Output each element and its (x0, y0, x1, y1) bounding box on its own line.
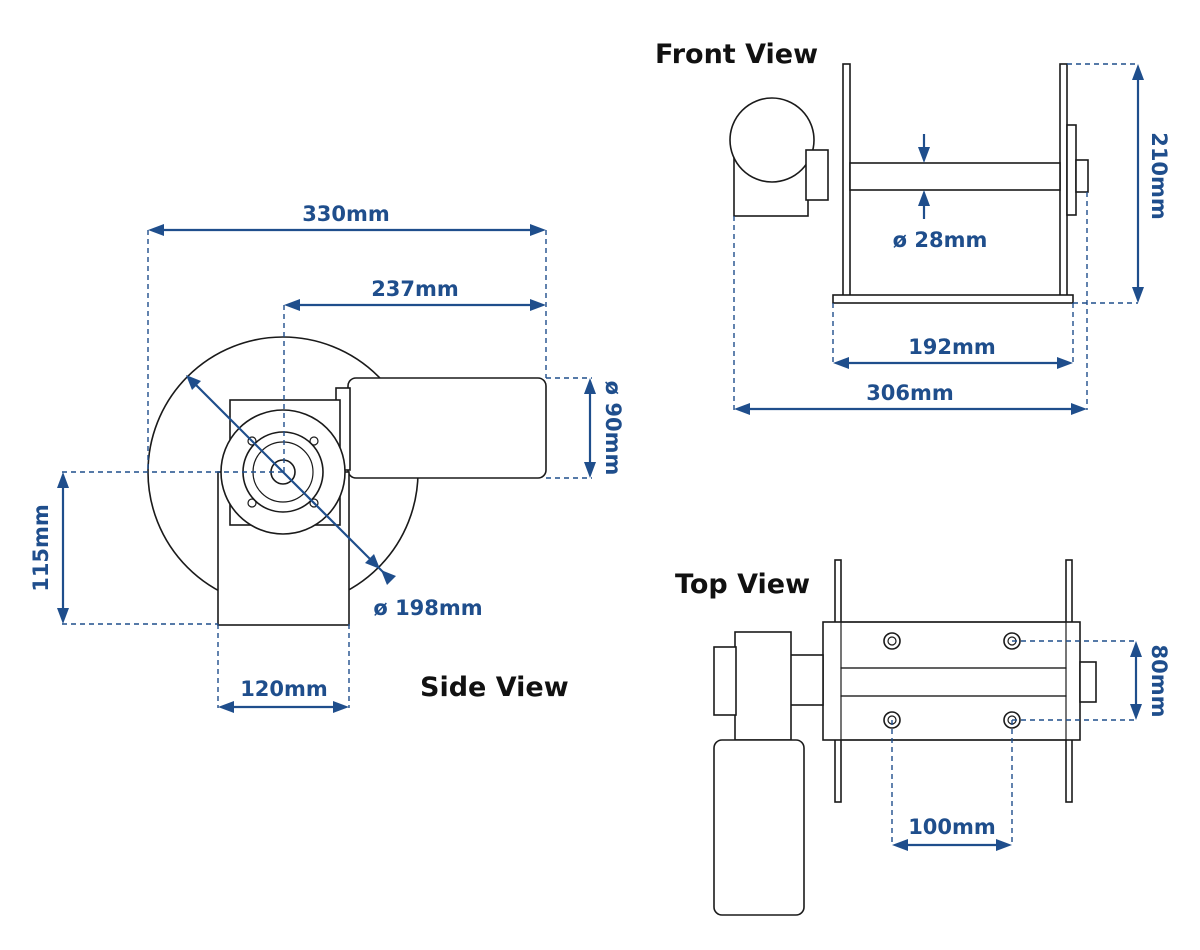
dimension-label: 80mm (1147, 645, 1171, 718)
top-view: Top View 80mm 100mm (675, 559, 1171, 916)
side-view: 330mm 237mm ø 90mm ø 198mm 115mm 120mm S… (29, 202, 625, 713)
dimension-arrow (381, 570, 396, 585)
dimension-arrow (734, 403, 750, 415)
top-motor (713, 739, 805, 916)
dimension-arrow (892, 839, 908, 851)
side-bolt (247, 436, 257, 446)
top-gearbox (734, 631, 792, 741)
dimension-arrow (918, 147, 930, 163)
top-drum-shaft (840, 667, 1067, 697)
dimension-arrow (218, 701, 234, 713)
dimension-arrow (57, 472, 69, 488)
top-gearbox-side (713, 646, 737, 716)
dimension-arrow (1057, 357, 1073, 369)
view-title: Front View (655, 39, 818, 70)
dimension-label: 210mm (1147, 132, 1171, 220)
dimension-arrow (996, 839, 1012, 851)
front-hub (1075, 159, 1089, 193)
top-bolt-hole (883, 632, 901, 650)
dimension-label: 306mm (866, 381, 954, 405)
side-bolt (309, 436, 319, 446)
dimension-arrow (584, 462, 596, 478)
dimension-line (191, 380, 389, 578)
top-bolt-hole (887, 636, 897, 646)
dimension-label: 100mm (908, 815, 996, 839)
side-motor-body (347, 377, 547, 479)
dimension-label: ø 198mm (373, 596, 482, 620)
dimension-arrow (57, 608, 69, 624)
dimension-label: 330mm (302, 202, 390, 226)
front-drum-shaft (849, 162, 1061, 191)
dimension-label: 115mm (29, 504, 53, 592)
dimension-arrow (186, 375, 201, 390)
view-title: Side View (420, 672, 569, 703)
top-drum-body (822, 621, 1081, 741)
dimension-arrow (333, 701, 349, 713)
top-hub (1079, 661, 1097, 703)
dimension-arrow (833, 357, 849, 369)
dimension-arrow (365, 554, 380, 569)
front-base-plate (832, 294, 1074, 304)
dimension-arrow (1132, 287, 1144, 303)
front-coupling (805, 149, 829, 201)
dimension-label: ø 28mm (893, 228, 988, 252)
dimension-arrow (1130, 641, 1142, 657)
view-title: Top View (675, 569, 810, 600)
side-bolt (309, 498, 319, 508)
dimension-arrow (148, 224, 164, 236)
dimension-arrow (1132, 64, 1144, 80)
dimension-arrow (284, 299, 300, 311)
dimension-label: ø 90mm (601, 381, 625, 476)
dimension-arrow (1071, 403, 1087, 415)
top-coupling (789, 654, 824, 706)
front-bearing (1066, 124, 1077, 216)
front-view: Front View 210mm ø 28mm 192mm (655, 39, 1171, 415)
dimension-label: 120mm (240, 677, 328, 701)
dimension-arrow (584, 378, 596, 394)
dimension-arrow (530, 224, 546, 236)
front-motor (729, 97, 815, 183)
front-flange-left (842, 63, 851, 301)
dimension-arrow (530, 299, 546, 311)
dimension-arrow (1130, 704, 1142, 720)
front-flange-right (1059, 63, 1068, 301)
dimension-label: 192mm (908, 335, 996, 359)
dimension-label: 237mm (371, 277, 459, 301)
dimension-arrow (918, 190, 930, 206)
side-bolt (247, 498, 257, 508)
